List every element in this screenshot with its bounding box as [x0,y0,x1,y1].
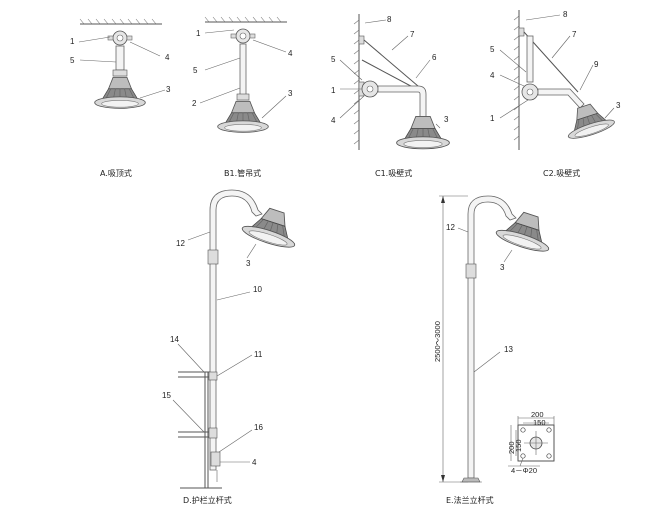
callout-7: 7 [572,30,577,39]
callout-12: 12 [446,223,455,232]
callout-1: 1 [196,29,201,38]
callout-3: 3 [500,263,505,272]
callout-4: 4 [331,116,336,125]
figure-c1-wall-mount: 8 7 6 5 1 4 3 C1.吸壁式 [331,14,450,178]
callout-4: 4 [490,71,495,80]
flange-detail: 200 150 200 150 4－Φ20 [507,410,555,475]
callout-8: 8 [563,10,568,19]
callout-16: 16 [254,423,263,432]
figure-c2-wall-mount: 8 7 9 5 4 1 3 C2.吸壁式 [490,10,621,178]
callout-6: 6 [432,53,437,62]
caption-c1: C1.吸壁式 [375,168,412,178]
callout-1: 1 [331,86,336,95]
caption-e: E.法兰立杆式 [446,495,494,505]
callout-2: 2 [192,99,197,108]
callout-10: 10 [253,285,262,294]
callout-1: 1 [70,37,75,46]
callout-7: 7 [410,30,415,39]
callout-3: 3 [444,115,449,124]
callout-5: 5 [70,56,75,65]
callout-3: 3 [288,89,293,98]
callout-11: 11 [254,350,263,359]
caption-d: D.护栏立杆式 [183,495,232,505]
callout-12: 12 [176,239,185,248]
figure-b1-pipe-pendant: 1 5 4 2 3 B1.管吊式 [192,16,293,178]
callout-5: 5 [490,45,495,54]
dimension-bolt-holes: 4－Φ20 [511,466,537,475]
figure-d-guardrail-pole: 12 3 10 11 14 15 16 4 D.护栏立杆式 [162,189,304,505]
callout-4: 4 [252,458,257,467]
caption-c2: C2.吸壁式 [543,168,580,178]
dimension-flange-inner-width: 150 [533,418,546,427]
callout-15: 15 [162,391,171,400]
dimension-flange-width: 200 [531,410,544,419]
figure-e-flange-pole: 2500～3000 12 3 13 200 [433,195,558,505]
callout-1: 1 [490,114,495,123]
callout-3: 3 [616,101,621,110]
callout-9: 9 [594,60,599,69]
figure-a-ceiling-mount: 1 5 4 3 A.吸顶式 [70,18,171,178]
callout-13: 13 [504,345,513,354]
callout-5: 5 [331,55,336,64]
dimension-flange-inner-height: 150 [514,439,523,452]
callout-14: 14 [170,335,179,344]
caption-b1: B1.管吊式 [224,168,261,178]
callout-3: 3 [166,85,171,94]
caption-a: A.吸顶式 [100,168,132,178]
callout-3: 3 [246,259,251,268]
callout-4: 4 [165,53,170,62]
dimension-pole-height: 2500～3000 [433,321,442,362]
callout-8: 8 [387,15,392,24]
callout-4: 4 [288,49,293,58]
callout-5: 5 [193,66,198,75]
dimension-flange-height: 200 [507,441,516,454]
